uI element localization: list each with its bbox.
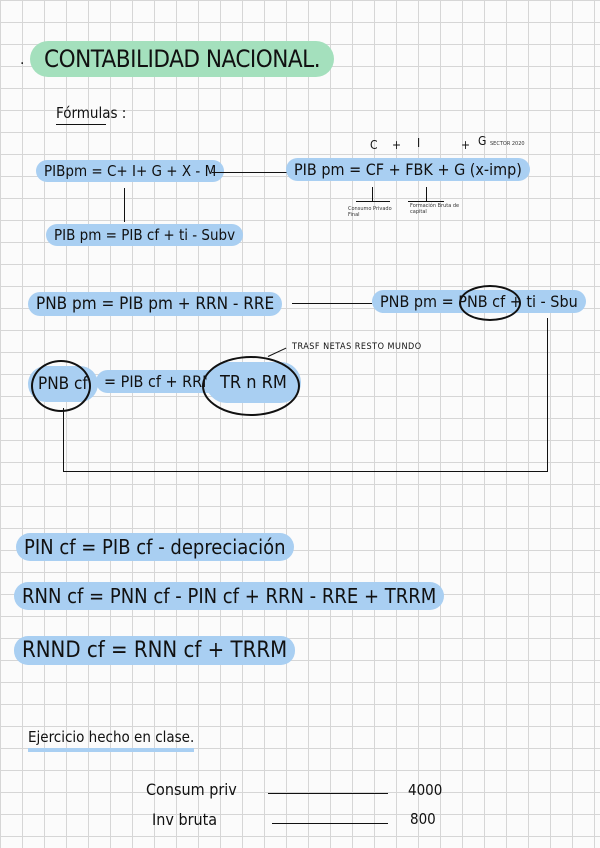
exercise-item-label: Inv bruta: [152, 810, 218, 829]
pnb-cf-circle: [459, 285, 521, 321]
formula-rnnd: RNND cf = RNN cf + TRRM: [14, 636, 296, 665]
exercise-item-value: 800: [410, 810, 436, 828]
formula-pib-expenditure: PIB pm = CF + FBK + G (x-imp): [286, 158, 530, 181]
return-line-down-left: [63, 408, 64, 472]
return-line-bottom: [63, 471, 548, 472]
fbk-branch: [426, 187, 427, 201]
formula-rnn: RNN cf = PNN cf - PIN cf + RRN - RRE + T…: [14, 582, 445, 610]
exercise-item-label: Consum priv: [146, 780, 237, 799]
label-g-note: SECTOR 2020: [490, 141, 525, 147]
exercise-item-line: [272, 823, 388, 824]
exercise-item-value: 4000: [408, 781, 443, 799]
formula-pib-cf: PIB pm = PIB cf + ti - Subv: [46, 224, 244, 246]
label-c: C: [370, 138, 378, 152]
connector-row1-row2: [124, 188, 125, 222]
fbk-branch-left: [408, 201, 444, 202]
formula-pin: PIN cf = PIB cf - depreciación: [16, 533, 294, 561]
return-line-up-right: [547, 318, 548, 472]
exercise-item-line: [268, 793, 388, 794]
label-plus-1: +: [392, 138, 402, 152]
row4-note: TRASF NETAS RESTO MUNDO: [292, 342, 422, 352]
formulas-label: Fórmulas :: [56, 104, 127, 122]
connector-row1: [212, 172, 288, 173]
tr-note-line: [267, 347, 287, 357]
formulas-underline: [56, 124, 106, 125]
cf-branch-left: [356, 201, 390, 202]
note-fbk: Formación Bruta de capital: [410, 203, 460, 215]
bullet-dot: ·: [20, 56, 25, 72]
label-g: G: [478, 134, 487, 148]
tr-circle: [202, 356, 300, 416]
note-cf: Consumo Privado Final: [348, 206, 392, 218]
connector-row3: [292, 303, 372, 304]
formula-pib-demand: PIBpm = C+ I+ G + X - M: [36, 160, 225, 182]
pnb-circle: [31, 360, 91, 412]
label-i: I: [417, 136, 421, 150]
exercise-title: Ejercicio hecho en clase.: [28, 728, 195, 752]
label-plus-2: +: [461, 138, 471, 152]
page-title: CONTABILIDAD NACIONAL.: [30, 41, 335, 77]
cf-branch: [372, 187, 373, 201]
formula-pnb-pm: PNB pm = PIB pm + RRN - RRE: [28, 292, 283, 316]
